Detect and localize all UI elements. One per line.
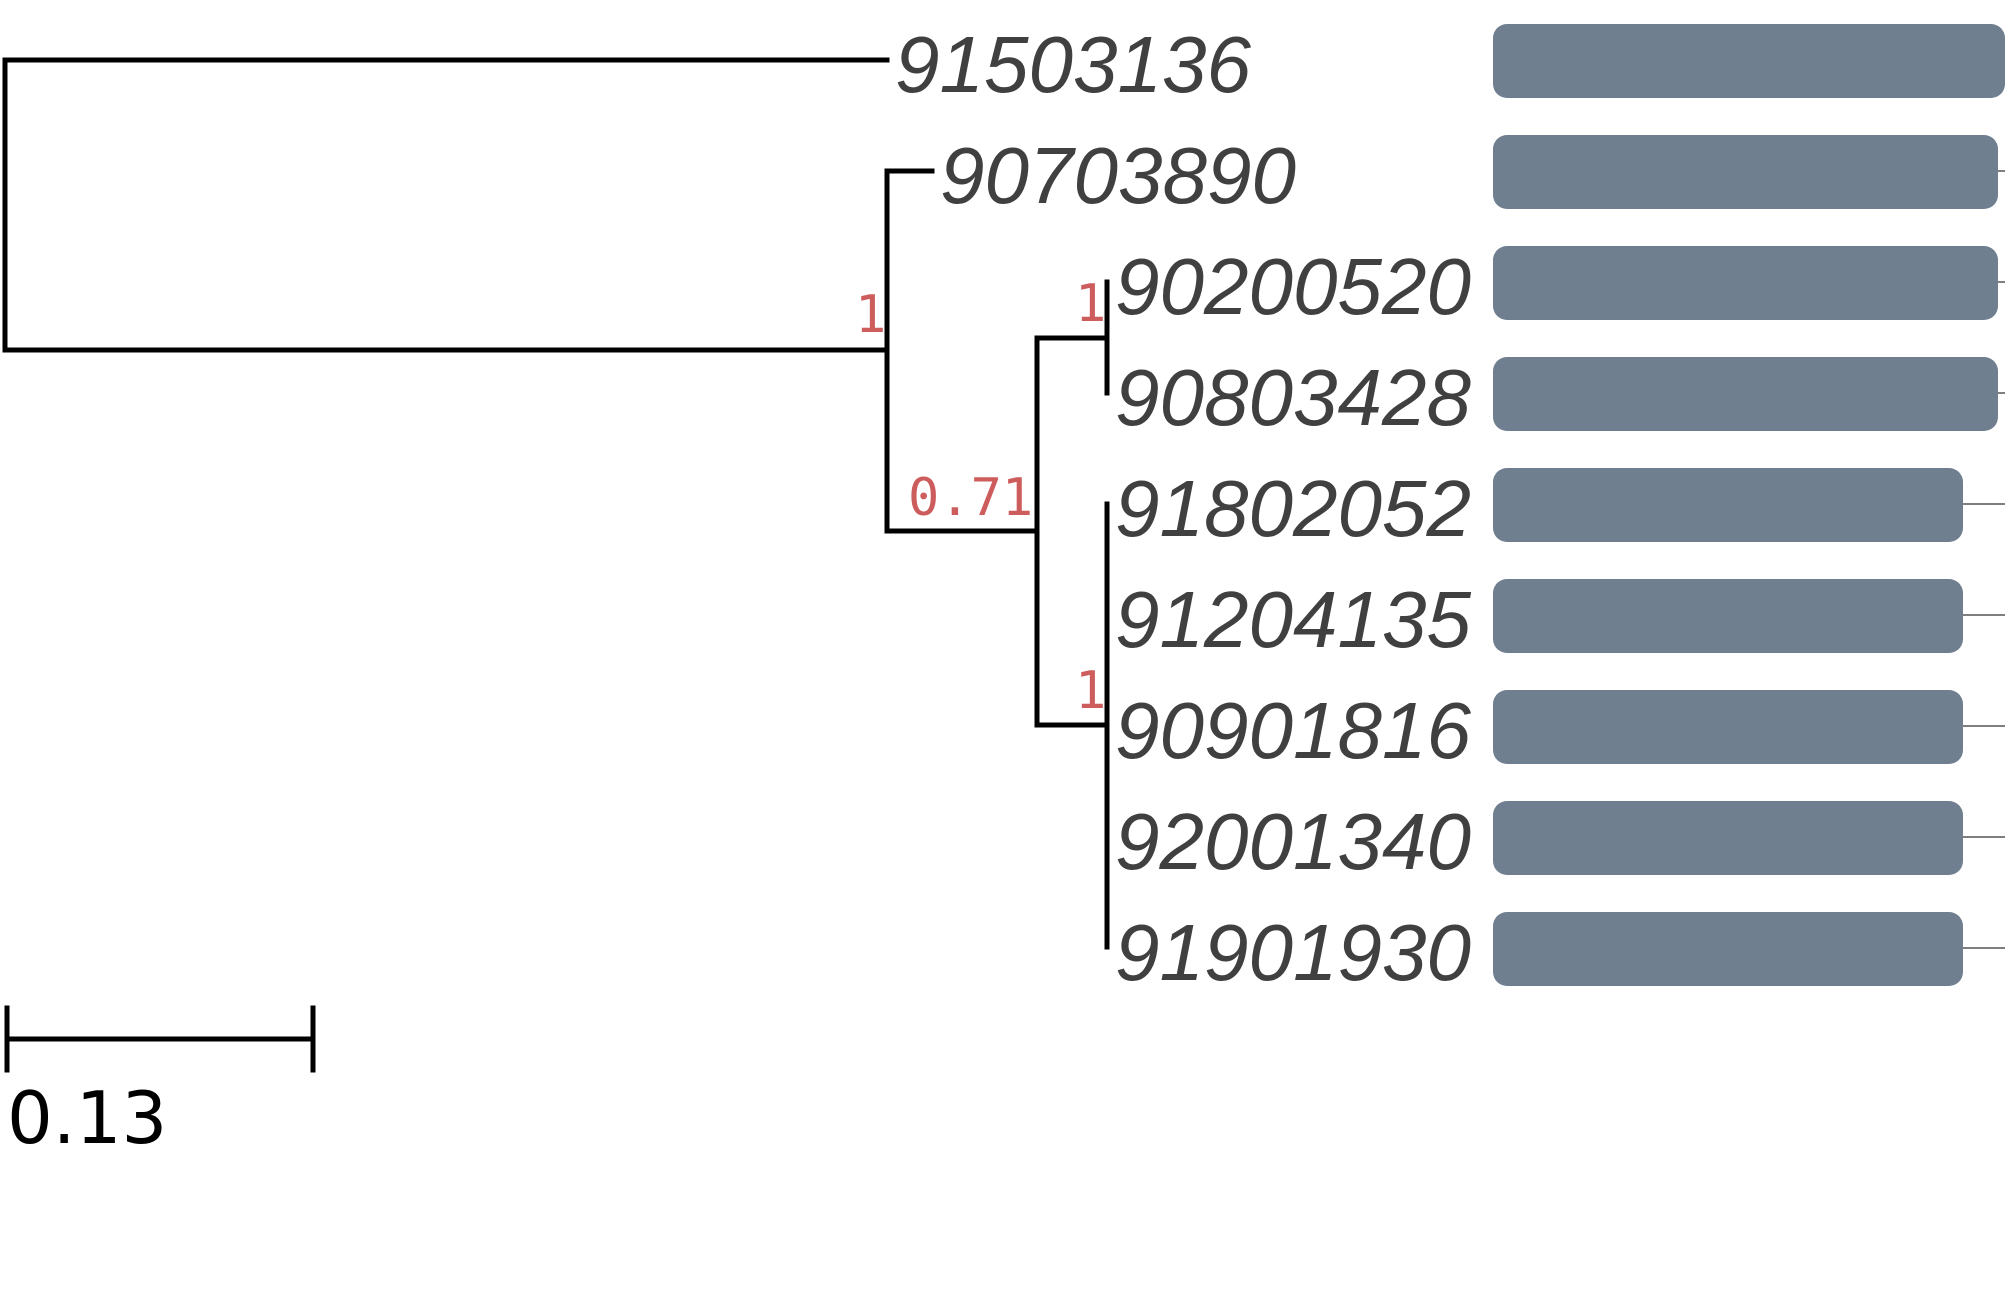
leaf-label: 90703890 [940, 131, 1296, 220]
domain-block [1493, 357, 1998, 431]
leaf-label: 91901930 [1115, 908, 1471, 997]
leaf-label: 90901816 [1115, 686, 1471, 775]
scale-bar-label: 0.13 [7, 1076, 167, 1160]
domain-track [1493, 24, 2005, 986]
domain-block [1493, 468, 1963, 542]
leaf-label: 91802052 [1115, 464, 1471, 553]
scale-bar: 0.13 [4, 1005, 316, 1160]
support-value: 0.71 [908, 468, 1033, 528]
leaf-label: 91204135 [1115, 575, 1471, 664]
leaf-label: 90200520 [1115, 242, 1471, 331]
leaf-labels: 91503136 90703890 90200520 90803428 9180… [895, 20, 1471, 997]
support-value: 1 [1075, 661, 1106, 721]
domain-block [1493, 690, 1963, 764]
support-values: 1 1 0.71 1 [855, 274, 1106, 721]
domain-block [1493, 579, 1963, 653]
domain-block [1493, 246, 1998, 320]
domain-block [1493, 912, 1963, 986]
tree-branches [2, 57, 1110, 950]
support-value: 1 [855, 285, 886, 345]
domain-block [1493, 135, 1998, 209]
leaf-label: 90803428 [1115, 353, 1471, 442]
leaf-label: 92001340 [1115, 797, 1471, 886]
support-value: 1 [1075, 274, 1106, 334]
domain-block [1493, 801, 1963, 875]
domain-block [1493, 24, 2005, 98]
leaf-label: 91503136 [895, 20, 1251, 109]
